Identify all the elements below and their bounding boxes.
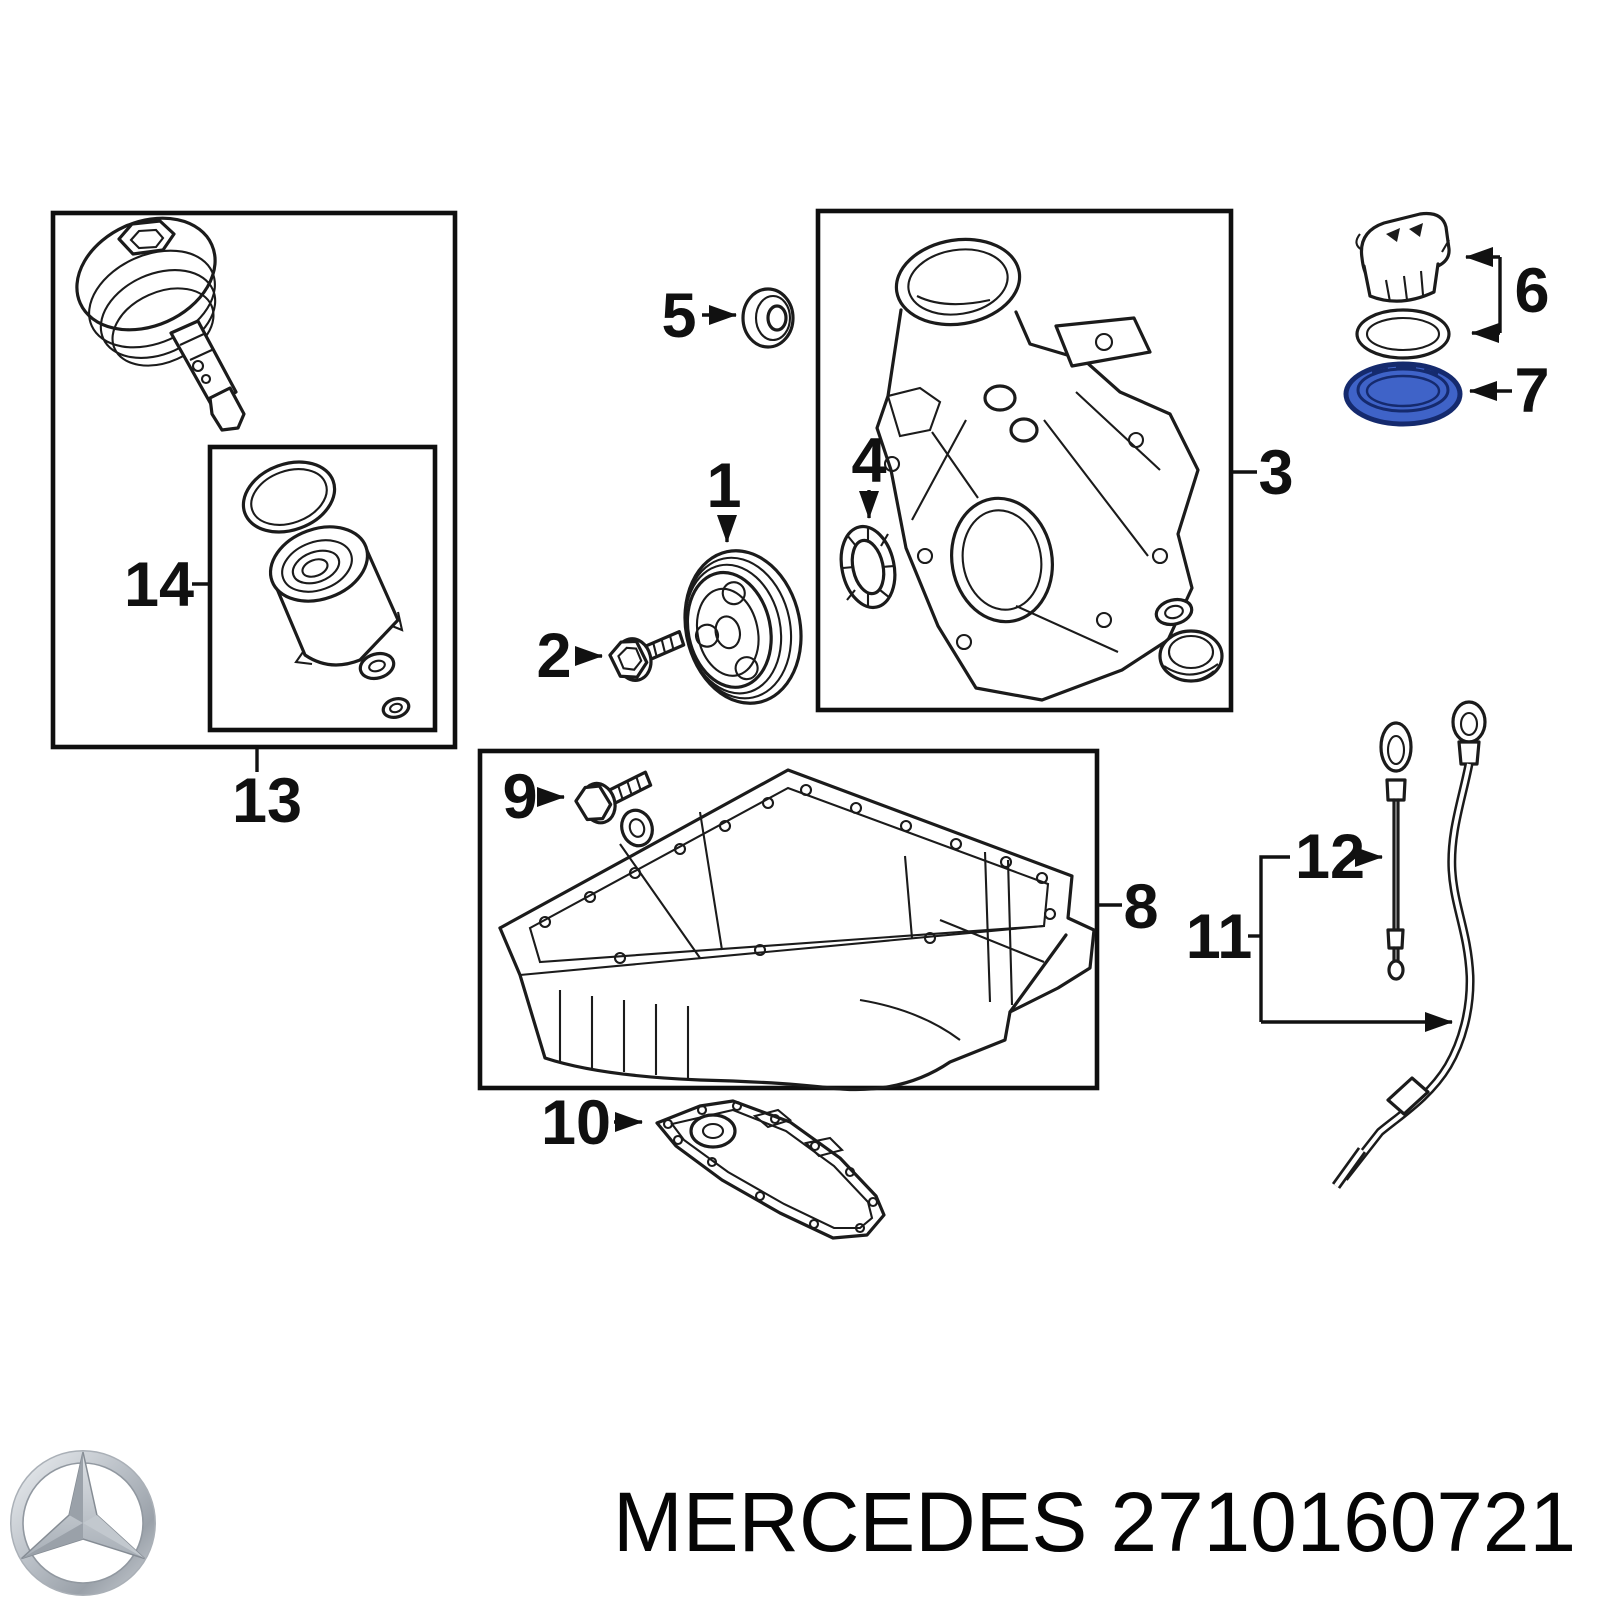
oil-pan [498,768,1096,1092]
callout-12: 12 [1295,822,1383,892]
callout-4: 4 [851,426,887,519]
callout-5: 5 [661,281,737,351]
callout-2: 2 [536,621,603,691]
lower-oil-pan-plate [655,1099,886,1240]
oil-filter-housing-cap [75,216,246,432]
oil-filter-element-kit [241,460,411,719]
oil-drain-plug [574,770,654,848]
callout-9-number: 9 [502,762,537,832]
crankshaft-front-seal [839,524,897,610]
oil-filler-cap [1355,211,1451,303]
mercedes-star-logo-icon [10,1450,156,1596]
box-13-oil-filter-housing-kit [50,210,458,750]
timing-cover [875,237,1200,702]
callout-11-number: 11 [1186,902,1253,972]
callout-7-number: 7 [1514,356,1549,426]
callout-5-number: 5 [661,281,696,351]
oil-filler-cap-seal-highlighted [1343,361,1463,427]
oil-dipstick [1379,721,1413,981]
box-3-timing-cover [815,208,1234,713]
callout-9: 9 [502,762,565,832]
brand-part-number-text: MERCEDES 2710160721 [613,1475,1576,1569]
callout-7: 7 [1469,356,1550,426]
callout-1: 1 [706,451,742,543]
callout-14-number: 14 [124,550,194,620]
callout-12-number: 12 [1295,822,1365,892]
callout-2-number: 2 [536,621,571,691]
callout-3-number: 3 [1258,438,1293,508]
callout-8-number: 8 [1123,872,1158,942]
oil-filler-cap-ring [1355,308,1451,360]
callout-8: 8 [1098,872,1159,942]
callout-6: 6 [1465,247,1550,343]
callout-4-number: 4 [851,426,886,496]
callout-14: 14 [124,550,209,620]
oil-filler-cap-assembly [1343,211,1463,427]
callouts: 1 2 3 4 5 6 7 8 [124,247,1550,1158]
footer: MERCEDES 2710160721 [10,1450,1576,1596]
callout-13: 13 [232,749,302,836]
sealing-grommet [741,287,795,349]
crankshaft-pulley [683,549,803,705]
callout-11: 11 [1186,855,1453,1032]
callout-6-number: 6 [1514,256,1549,326]
cover-plug-and-oring [1154,597,1224,683]
callout-10-number: 10 [541,1088,611,1158]
pulley-bolt [608,630,686,682]
callout-13-number: 13 [232,766,302,836]
callout-1-number: 1 [706,451,741,521]
callout-3: 3 [1232,438,1294,508]
box-8-oil-pan [477,748,1100,1092]
oil-dipstick-tube [1331,700,1487,1189]
callout-10: 10 [541,1088,643,1158]
